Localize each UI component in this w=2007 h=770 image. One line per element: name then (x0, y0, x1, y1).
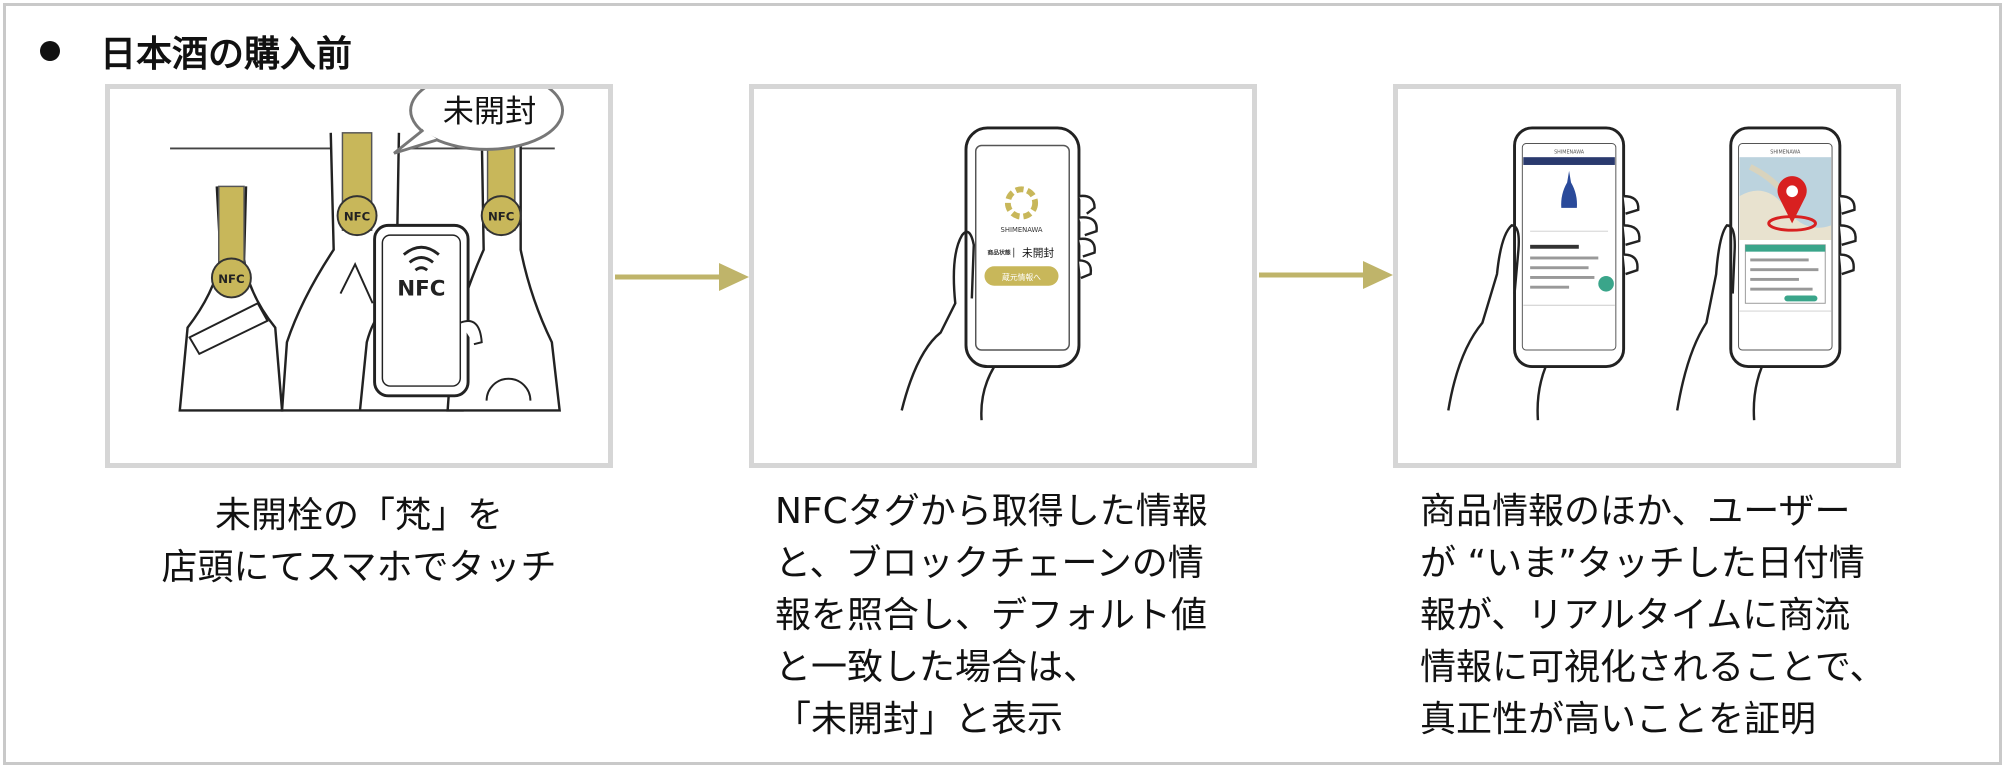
caption-3-line-1: 商品情報のほか、ユーザー (1420, 491, 1851, 532)
brand-right: SHIMENAWA (1770, 149, 1801, 155)
nfc-tag-center: NFC (344, 209, 370, 223)
caption-step-1: 未開栓の「梵」を 店頭にてスマホでタッチ (105, 490, 613, 594)
nfc-tag-left: NFC (218, 272, 244, 286)
panel-product-info: SHIMENAWA SHIMENAWA (1393, 84, 1901, 468)
caption-1-line-2: 店頭にてスマホでタッチ (161, 547, 557, 588)
caption-3-line-4: 情報に可視化されることで、 (1420, 647, 1886, 688)
panel-status-check: SHIMENAWA 商品状態 未開封 蔵元情報へ (749, 84, 1257, 468)
caption-2-line-5: 「未開封」と表示 (775, 699, 1064, 740)
brewery-info-button[interactable] (984, 266, 1059, 286)
phones-info-illustration: SHIMENAWA SHIMENAWA (1447, 126, 1857, 421)
brewery-info-button-label: 蔵元情報へ (1002, 272, 1041, 282)
brand-left: SHIMENAWA (1554, 149, 1585, 155)
caption-1-line-1: 未開栓の「梵」を (214, 495, 503, 536)
arrow-right-icon (615, 263, 749, 291)
caption-step-2: NFCタグから取得した情報 と、ブロックチェーンの情 報を照合し、デフォルト値 … (775, 486, 1208, 746)
caption-3-line-5: 真正性が高いことを証明 (1420, 699, 1817, 740)
bullet-icon (40, 41, 60, 61)
phone-status-illustration: SHIMENAWA 商品状態 未開封 蔵元情報へ (900, 126, 1098, 421)
caption-2-line-4: と一致した場合は、 (775, 647, 1100, 688)
caption-3-line-3: 報が、リアルタイムに商流 (1420, 595, 1851, 636)
status-key: 商品状態 (987, 249, 1010, 257)
brand-logo-icon (1004, 186, 1039, 220)
caption-3-line-2: が “いま”タッチした日付情 (1420, 543, 1865, 584)
caption-2-line-1: NFCタグから取得した情報 (775, 491, 1208, 532)
caption-2-line-3: 報を照合し、デフォルト値 (775, 595, 1208, 636)
nfc-tag-right: NFC (488, 209, 514, 223)
caption-2-line-2: と、ブロックチェーンの情 (775, 543, 1204, 584)
speech-bubble-text: 未開封 (443, 94, 536, 130)
phone-nfc-label: NFC (397, 276, 445, 301)
map-pin-icon (1777, 176, 1807, 224)
arrow-right-icon-2 (1259, 261, 1393, 289)
status-value: 未開封 (1022, 247, 1054, 260)
diagram-frame (3, 3, 2002, 765)
heading-text: 日本酒の購入前 (100, 34, 353, 75)
caption-step-3: 商品情報のほか、ユーザー が “いま”タッチした日付情 報が、リアルタイムに商流… (1420, 486, 1885, 746)
bottles-illustration: NFC NFC NFC NFC 未開封 (170, 89, 564, 412)
panel-nfc-touch: NFC NFC NFC NFC 未開封 (105, 84, 613, 468)
brand-name: SHIMENAWA (1001, 226, 1043, 234)
section-heading: 日本酒の購入前 (40, 26, 352, 76)
